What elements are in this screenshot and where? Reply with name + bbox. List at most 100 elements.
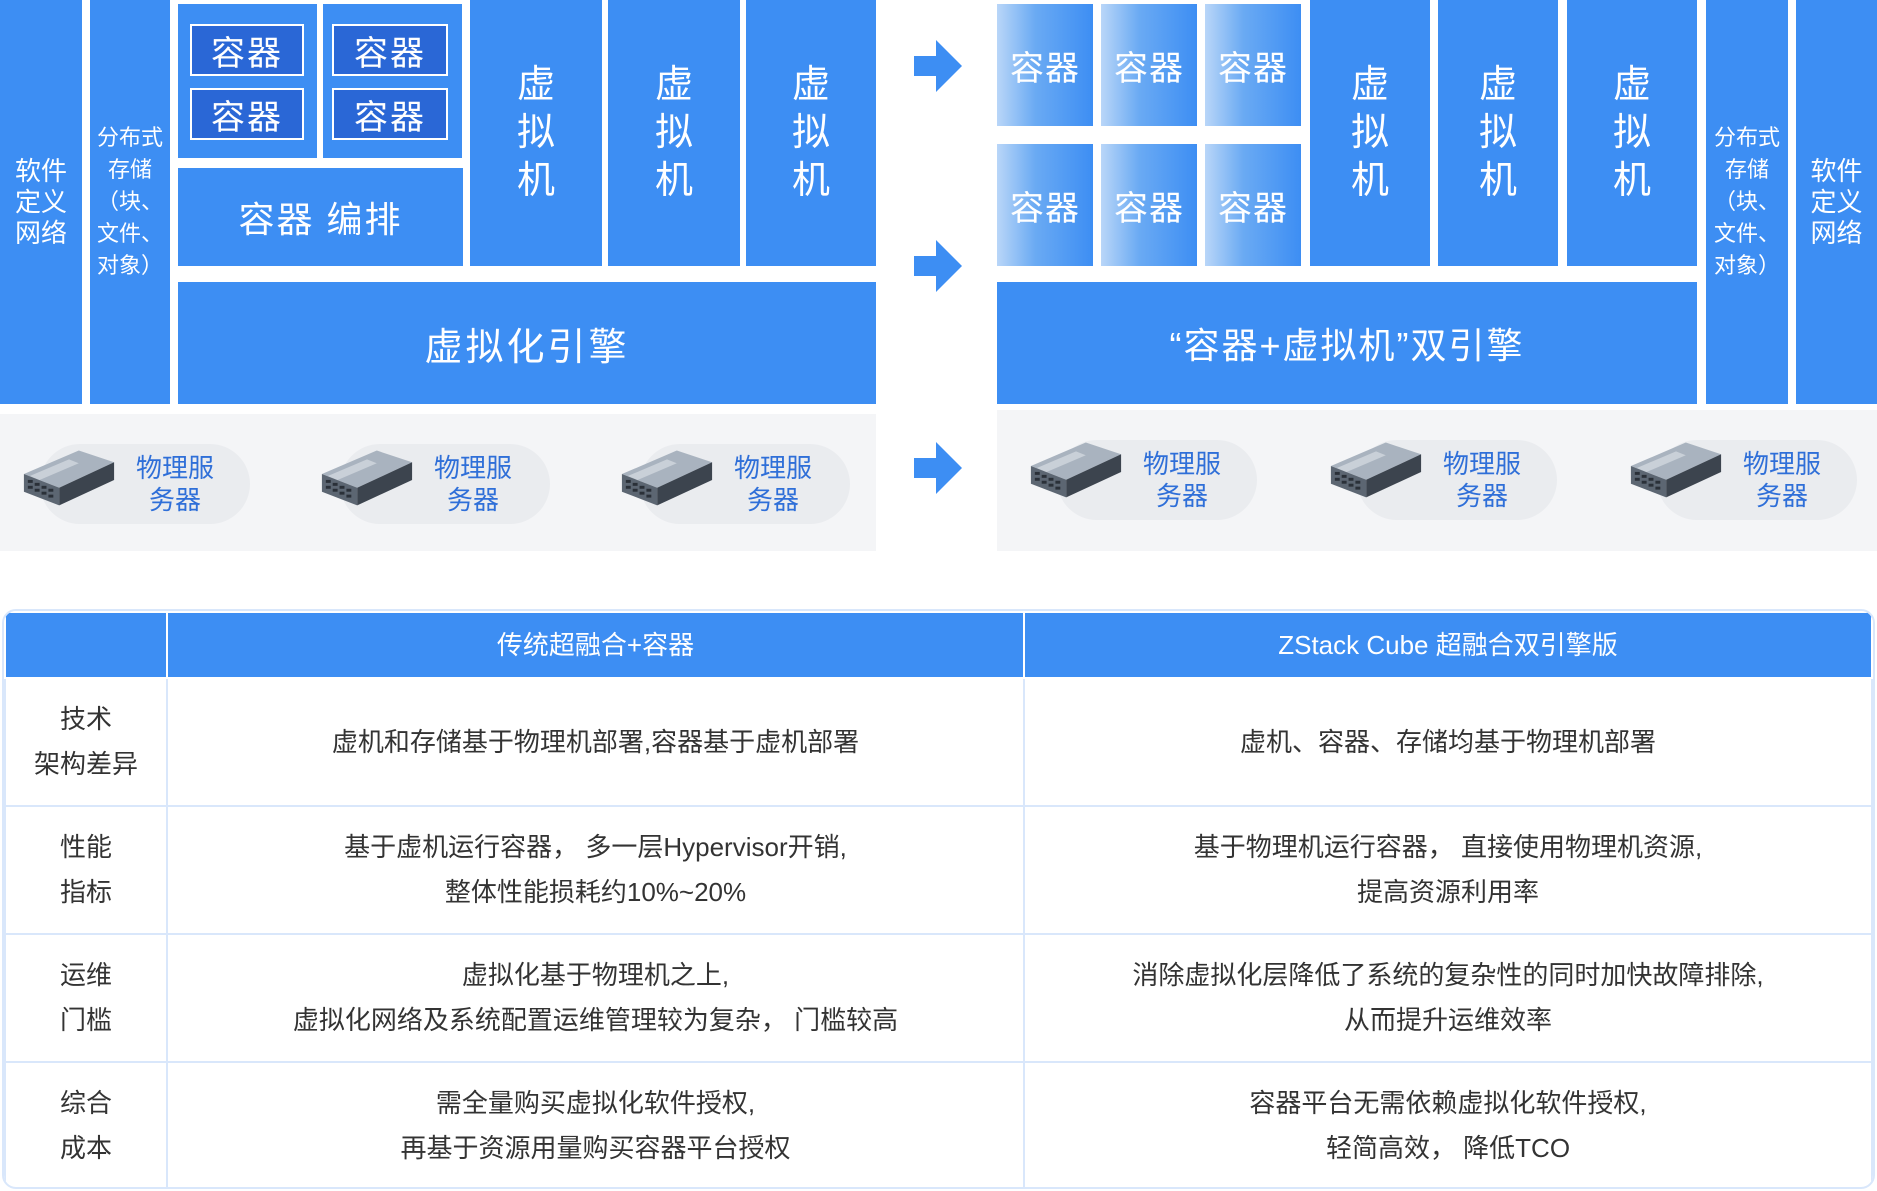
row-label-line: 性能 <box>59 832 112 862</box>
server-label: 物理服 务器 <box>1427 448 1537 512</box>
server-label-line: 务器 <box>746 485 799 515</box>
cell-line: 再基于资源用量购买容器平台授权 <box>400 1133 791 1163</box>
left-vm-block: 虚 拟 机 <box>746 0 876 266</box>
cell-line: 提高资源利用率 <box>1356 877 1539 907</box>
cell-line: 虚拟化基于物理机之上, <box>461 960 730 990</box>
table-row: 技术 架构差异 虚机和存储基于物理机部署,容器基于虚机部署 虚机、容器、存储均基… <box>4 677 1873 807</box>
left-vm-block: 虚 拟 机 <box>608 0 740 266</box>
left-vm-char: 虚 <box>654 64 693 106</box>
right-vm-char: 机 <box>1478 160 1517 202</box>
server-label-line: 物理服 <box>433 453 512 483</box>
server-label-line: 务器 <box>446 485 499 515</box>
server-icon <box>618 442 716 512</box>
left-vm-char: 虚 <box>791 64 830 106</box>
right-vm-block: 虚 拟 机 <box>1438 0 1558 266</box>
left-vm-char: 拟 <box>516 112 555 154</box>
cell-line: 需全量购买虚拟化软件授权, <box>435 1088 756 1118</box>
right-vm-char: 虚 <box>1612 64 1651 106</box>
traditional-cell: 虚拟化基于物理机之上, 虚拟化网络及系统配置运维管理较为复杂， 门槛较高 <box>166 933 1025 1063</box>
row-label: 技术 架构差异 <box>4 677 168 807</box>
table-header-cell <box>4 611 168 679</box>
arrow-right-icon <box>914 40 962 92</box>
traditional-cell: 虚机和存储基于物理机部署,容器基于虚机部署 <box>166 677 1025 807</box>
server-label: 物理服 务器 <box>1727 448 1837 512</box>
cell-line: 虚机和存储基于物理机部署,容器基于虚机部署 <box>331 726 860 757</box>
cell-line: 轻简高效， 降低TCO <box>1325 1133 1571 1163</box>
table-row: 性能 指标 基于虚机运行容器， 多一层Hypervisor开销, 整体性能损耗约… <box>4 805 1873 935</box>
right-container-box: 容器 <box>1101 4 1197 126</box>
server-label-line: 务器 <box>1455 481 1508 511</box>
comparison-table-wrapper: 传统超融合+容器 ZStack Cube 超融合双引擎版 技术 架构差异 虚机和… <box>2 609 1875 1189</box>
left-vm-char: 拟 <box>654 112 693 154</box>
row-label: 运维 门槛 <box>4 933 168 1063</box>
right-container-box: 容器 <box>997 144 1093 266</box>
row-label: 综合 成本 <box>4 1061 168 1187</box>
left-storage-line: 存储 <box>107 157 152 182</box>
left-vm-char: 拟 <box>791 112 830 154</box>
server-label-line: 物理服 <box>1742 449 1821 479</box>
zstack-cell: 虚机、容器、存储均基于物理机部署 <box>1023 677 1873 807</box>
right-vm-block: 虚 拟 机 <box>1567 0 1697 266</box>
zstack-cell: 容器平台无需依赖虚拟化软件授权, 轻简高效， 降低TCO <box>1023 1061 1873 1187</box>
right-vm-char: 拟 <box>1350 112 1389 154</box>
right-vm-char: 拟 <box>1478 112 1517 154</box>
server-label-line: 物理服 <box>1442 449 1521 479</box>
right-storage-line: 对象） <box>1713 253 1780 278</box>
server-label: 物理服 务器 <box>120 452 230 516</box>
server-label-line: 务器 <box>1155 481 1208 511</box>
server-icon <box>1327 434 1425 504</box>
left-vm-char: 虚 <box>516 64 555 106</box>
right-sdn-block: 软件 定义 网络 <box>1796 0 1877 404</box>
cell-line: 基于物理机运行容器， 直接使用物理机资源, <box>1193 832 1703 862</box>
right-vm-char: 机 <box>1350 160 1389 202</box>
row-label-line: 技术 <box>59 704 112 734</box>
right-sdn-line: 网络 <box>1810 217 1863 248</box>
server-label-line: 物理服 <box>1142 449 1221 479</box>
right-sdn-line: 软件 <box>1810 155 1863 186</box>
right-dual-engine: “容器+虚拟机”双引擎 <box>997 282 1697 404</box>
left-vm-char: 机 <box>516 160 555 202</box>
right-container-box: 容器 <box>1101 144 1197 266</box>
left-orchestration-block: 容器 编排 <box>178 168 463 266</box>
left-storage-line: 文件、 <box>96 221 163 246</box>
row-label-line: 综合 <box>59 1088 112 1118</box>
cell-line: 虚机、容器、存储均基于物理机部署 <box>1239 726 1656 757</box>
right-server-panel: 物理服 务器 物理服 务器 物理服 务器 <box>997 410 1877 551</box>
left-sdn-line: 网络 <box>14 217 67 248</box>
right-storage-line: 分布式 <box>1713 125 1780 150</box>
table-header-cell: 传统超融合+容器 <box>166 611 1025 679</box>
server-label-line: 物理服 <box>733 453 812 483</box>
right-vm-char: 虚 <box>1478 64 1517 106</box>
left-storage-line: 分布式 <box>96 125 163 150</box>
cell-line: 从而提升运维效率 <box>1343 1005 1552 1035</box>
left-sdn-line: 定义 <box>14 186 67 217</box>
server-label-line: 务器 <box>1755 481 1808 511</box>
left-server-panel: 物理服 务器 物理服 务器 物理服 务器 <box>0 414 876 551</box>
left-storage-line: 对象） <box>96 253 163 278</box>
cell-line: 消除虚拟化层降低了系统的复杂性的同时加快故障排除, <box>1132 960 1764 990</box>
right-storage-line: 存储 <box>1724 157 1769 182</box>
row-label-line: 运维 <box>59 960 112 990</box>
zstack-cell: 消除虚拟化层降低了系统的复杂性的同时加快故障排除, 从而提升运维效率 <box>1023 933 1873 1063</box>
row-label-line: 架构差异 <box>33 749 138 779</box>
comparison-table: 传统超融合+容器 ZStack Cube 超融合双引擎版 技术 架构差异 虚机和… <box>4 611 1873 1187</box>
right-container-box: 容器 <box>1205 144 1301 266</box>
left-storage-block: 分布式 存储 （块、 文件、 对象） <box>90 0 170 404</box>
table-row: 运维 门槛 虚拟化基于物理机之上, 虚拟化网络及系统配置运维管理较为复杂， 门槛… <box>4 933 1873 1063</box>
traditional-cell: 需全量购买虚拟化软件授权, 再基于资源用量购买容器平台授权 <box>166 1061 1025 1187</box>
server-label: 物理服 务器 <box>418 452 528 516</box>
arrow-right-icon <box>914 442 962 494</box>
server-label: 物理服 务器 <box>718 452 828 516</box>
row-label: 性能 指标 <box>4 805 168 935</box>
left-sdn-block: 软件 定义 网络 <box>0 0 82 404</box>
cell-line: 虚拟化网络及系统配置运维管理较为复杂， 门槛较高 <box>292 1005 899 1035</box>
right-vm-char: 虚 <box>1350 64 1389 106</box>
left-container-box: 容器 <box>332 24 448 76</box>
right-vm-char: 机 <box>1612 160 1651 202</box>
server-icon <box>1627 434 1725 504</box>
arrow-right-icon <box>914 240 962 292</box>
row-label-line: 门槛 <box>59 1005 112 1035</box>
right-sdn-line: 定义 <box>1810 186 1863 217</box>
cell-line: 基于虚机运行容器， 多一层Hypervisor开销, <box>344 832 847 862</box>
traditional-cell: 基于虚机运行容器， 多一层Hypervisor开销, 整体性能损耗约10%~20… <box>166 805 1025 935</box>
